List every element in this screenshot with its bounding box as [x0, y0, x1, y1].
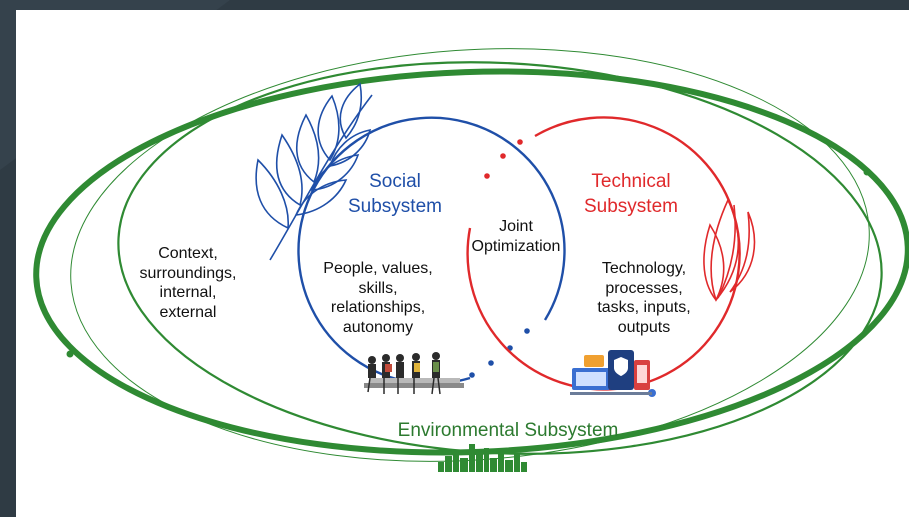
technical-circle: [466, 116, 741, 391]
tech-devices-icon: [570, 350, 656, 397]
environment-context-label: Context, surroundings, internal, externa…: [139, 245, 237, 321]
blue-dot: [488, 360, 494, 366]
social-subsystem-title: Social Subsystem: [348, 171, 442, 217]
technical-subsystem-title: Technical Subsystem: [584, 171, 678, 217]
blue-dot: [524, 328, 530, 334]
diagram-panel: [16, 10, 909, 517]
social-circle: [297, 116, 566, 385]
ring-marker-left: [66, 350, 74, 358]
blue-dot: [469, 372, 475, 378]
laurel-branch-icon: [255, 82, 373, 261]
red-dot: [500, 153, 506, 159]
joint-optimization-label: Joint Optimization: [471, 218, 561, 255]
environmental-subsystem-title: Environmental Subsystem: [397, 420, 619, 441]
red-dot: [517, 139, 523, 145]
technical-subsystem-description: Technology, processes, tasks, inputs, ou…: [597, 260, 691, 336]
ring-marker-right: [863, 168, 871, 176]
red-dot: [484, 173, 490, 179]
environment-inner-ring: [117, 61, 883, 455]
city-skyline-icon: [438, 444, 527, 472]
flame-leaf-icon: [703, 198, 756, 302]
people-group-icon: [364, 352, 464, 395]
social-subsystem-description: People, values, skills, relationships, a…: [323, 260, 433, 336]
